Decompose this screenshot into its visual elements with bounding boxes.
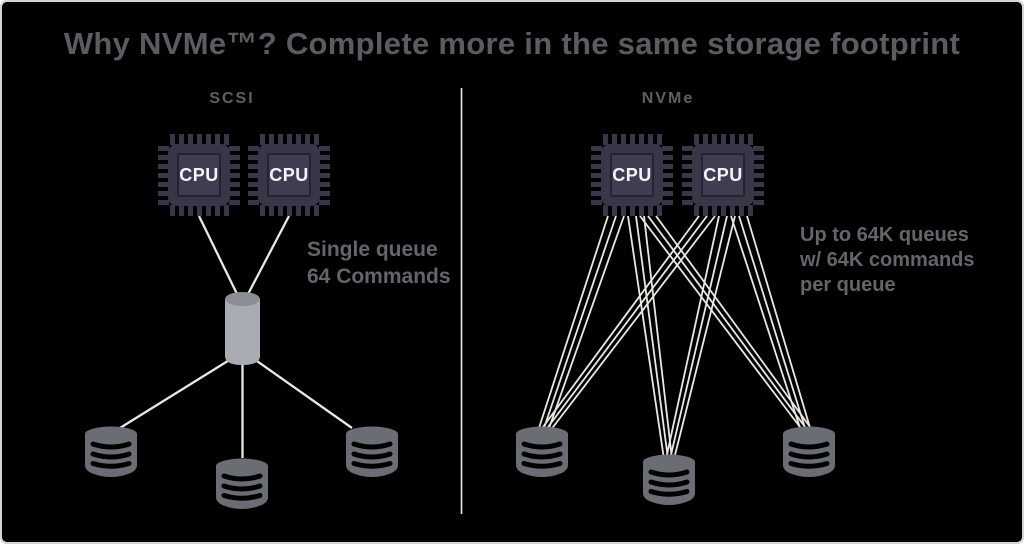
storage-disk-icon (216, 459, 268, 510)
scsi-connection-lines (119, 215, 353, 458)
storage-disk-icon (643, 455, 695, 506)
storage-disk-icon (783, 427, 835, 478)
cpu-label: CPU (703, 164, 743, 185)
cpu-pins (682, 146, 693, 205)
cpu-pins (319, 146, 330, 205)
cpu-chip-icon: CPU (591, 134, 673, 216)
cpu-pins (694, 205, 753, 216)
cpu-pins (229, 146, 240, 205)
scsi-annotation: Single queue 64 Commands (307, 236, 451, 290)
cpu-pins (158, 146, 169, 205)
storage-disk-icon (346, 427, 398, 478)
nvme-connection-lines (537, 215, 814, 460)
nvme-annotation-line1: Up to 64K queues (800, 224, 969, 246)
single-queue-cylinder-icon (225, 292, 260, 365)
cpu-pins (662, 146, 673, 205)
scsi-panel-label: SCSI (209, 90, 255, 107)
cpu-chip-icon: CPU (248, 134, 330, 216)
cpu-label: CPU (269, 164, 309, 185)
cpu-pins (260, 205, 319, 216)
cpu-chip-icon: CPU (158, 134, 240, 216)
cpu-body: CPU (692, 144, 754, 206)
storage-disk-icon (516, 427, 568, 478)
storage-disk-icon (85, 427, 137, 478)
cpu-pins (591, 146, 602, 205)
cpu-label: CPU (179, 164, 219, 185)
scsi-annotation-line2: 64 Commands (307, 265, 451, 288)
scsi-annotation-line1: Single queue (307, 238, 438, 261)
nvme-annotation: Up to 64K queues w/ 64K commands per que… (800, 223, 975, 298)
cpu-pins (603, 134, 662, 145)
cpu-label: CPU (612, 164, 652, 185)
cpu-pins (260, 134, 319, 145)
cpu-pins (170, 205, 229, 216)
cpu-pins (248, 146, 259, 205)
cpu-pins (170, 134, 229, 145)
nvme-panel-label: NVMe (641, 90, 695, 107)
nvme-annotation-line3: per queue (800, 274, 896, 296)
cpu-body: CPU (168, 144, 230, 206)
cpu-chip-icon: CPU (682, 134, 764, 216)
cpu-pins (603, 205, 662, 216)
cpu-pins (694, 134, 753, 145)
page-title: Why NVMe™? Complete more in the same sto… (63, 26, 961, 61)
cpu-body: CPU (601, 144, 663, 206)
cpu-pins (753, 146, 764, 205)
nvme-annotation-line2: w/ 64K commands (800, 249, 975, 271)
cpu-body: CPU (258, 144, 320, 206)
